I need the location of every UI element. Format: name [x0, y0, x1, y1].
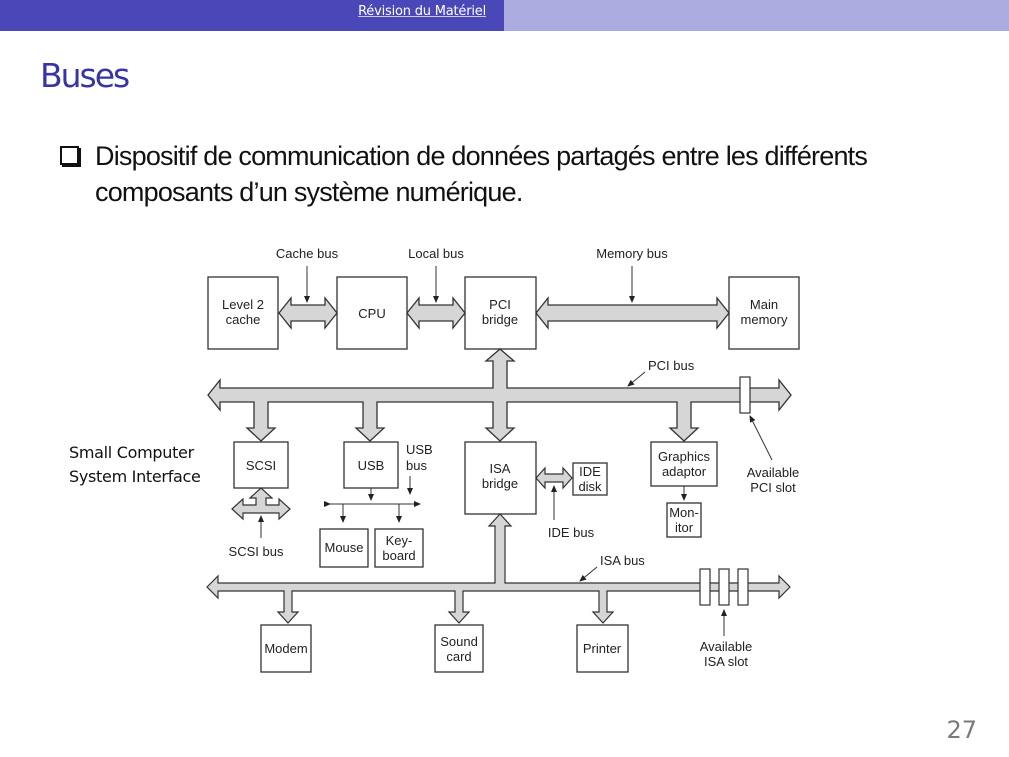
scsi-bus-arrow: [231, 487, 291, 521]
pci-bus-arrow: [207, 348, 792, 442]
pci-slot: [739, 376, 751, 414]
header-bar-primary: Révision du Matériel: [0, 0, 504, 31]
l2-cache-label-2: cache: [226, 312, 261, 327]
slide-number: 27: [946, 716, 977, 744]
l2-cache-box: [207, 276, 279, 350]
monitor-label-2: itor: [675, 520, 694, 535]
pci-bridge-label-2: bridge: [482, 312, 518, 327]
mouse-box: [319, 528, 369, 568]
isa-slot-1: [699, 568, 711, 606]
usb-bus-label-2: bus: [406, 458, 427, 473]
scsi-label: SCSI: [246, 458, 276, 473]
printer-label: Printer: [583, 641, 622, 656]
ide-bus-arrow: [535, 466, 573, 490]
modem-label: Modem: [264, 641, 307, 656]
cache-bus-arrow: [278, 296, 338, 330]
scsi-bus-label: SCSI bus: [229, 544, 284, 559]
memory-bus-arrow: [535, 296, 730, 330]
pci-bridge-label-1: PCI: [489, 297, 511, 312]
scsi-annotation-line-2: System Interface: [69, 467, 201, 486]
isa-slot-3: [737, 568, 749, 606]
scsi-annotation-line-1: Small Computer: [69, 443, 194, 462]
ide-disk-box: [572, 462, 608, 496]
cpu-box: [336, 276, 408, 350]
ide-disk-label-2: disk: [578, 479, 602, 494]
section-link[interactable]: Révision du Matériel: [358, 4, 486, 19]
keyboard-label-2: board: [382, 548, 415, 563]
isa-bridge-label-1: ISA: [490, 461, 511, 476]
sound-card-label-1: Sound: [440, 634, 478, 649]
isa-bus-label: ISA bus: [600, 553, 645, 568]
available-isa-slot-label-2: ISA slot: [704, 654, 748, 669]
header-bar-secondary: [504, 0, 1009, 31]
keyboard-label-1: Key-: [386, 533, 413, 548]
local-bus-label: Local bus: [408, 246, 464, 261]
pci-bridge-box: [464, 276, 537, 350]
ide-disk-label-1: IDE: [579, 464, 601, 479]
pci-bus-label: PCI bus: [648, 358, 695, 373]
available-pci-slot-label-2: PCI slot: [750, 480, 796, 495]
bullet-text: Dispositif de communication de données p…: [95, 141, 868, 207]
scsi-annotation: Small Computer System Interface: [69, 441, 201, 489]
sound-card-label-2: card: [446, 649, 471, 664]
usb-box: [343, 441, 399, 489]
keyboard-box: [374, 528, 424, 568]
available-pci-slot-label-1: Available: [747, 465, 800, 480]
modem-box: [260, 624, 312, 673]
mouse-label: Mouse: [324, 540, 363, 555]
graphics-label-1: Graphics: [658, 449, 711, 464]
memory-bus-label: Memory bus: [596, 246, 668, 261]
slide-title: Buses: [40, 56, 130, 95]
bullet-item: Dispositif de communication de données p…: [60, 138, 910, 210]
header-bar: Révision du Matériel: [0, 0, 1009, 31]
available-isa-slot-label-1: Available: [700, 639, 753, 654]
scsi-box: [233, 441, 289, 489]
l2-cache-label-1: Level 2: [222, 297, 264, 312]
checkbox-square-icon: [60, 146, 79, 165]
isa-bus-arrow: [206, 513, 791, 624]
cpu-label: CPU: [358, 306, 385, 321]
main-memory-label-1: Main: [750, 297, 778, 312]
usb-label: USB: [358, 458, 385, 473]
main-memory-box: [728, 276, 800, 350]
monitor-label-1: Mon-: [669, 505, 699, 520]
ide-bus-label: IDE bus: [548, 525, 595, 540]
printer-box: [576, 624, 629, 673]
isa-slot-2: [718, 568, 730, 606]
usb-bus-label-1: USB: [406, 442, 433, 457]
bus-architecture-diagram: Level 2 cache CPU PCI bridge Main memory…: [206, 246, 800, 673]
sound-card-box: [434, 624, 484, 673]
local-bus-arrow: [406, 296, 466, 330]
main-memory-label-2: memory: [741, 312, 788, 327]
cache-bus-label: Cache bus: [276, 246, 339, 261]
monitor-box: [666, 502, 702, 538]
isa-bridge-label-2: bridge: [482, 476, 518, 491]
graphics-label-2: adaptor: [662, 464, 707, 479]
